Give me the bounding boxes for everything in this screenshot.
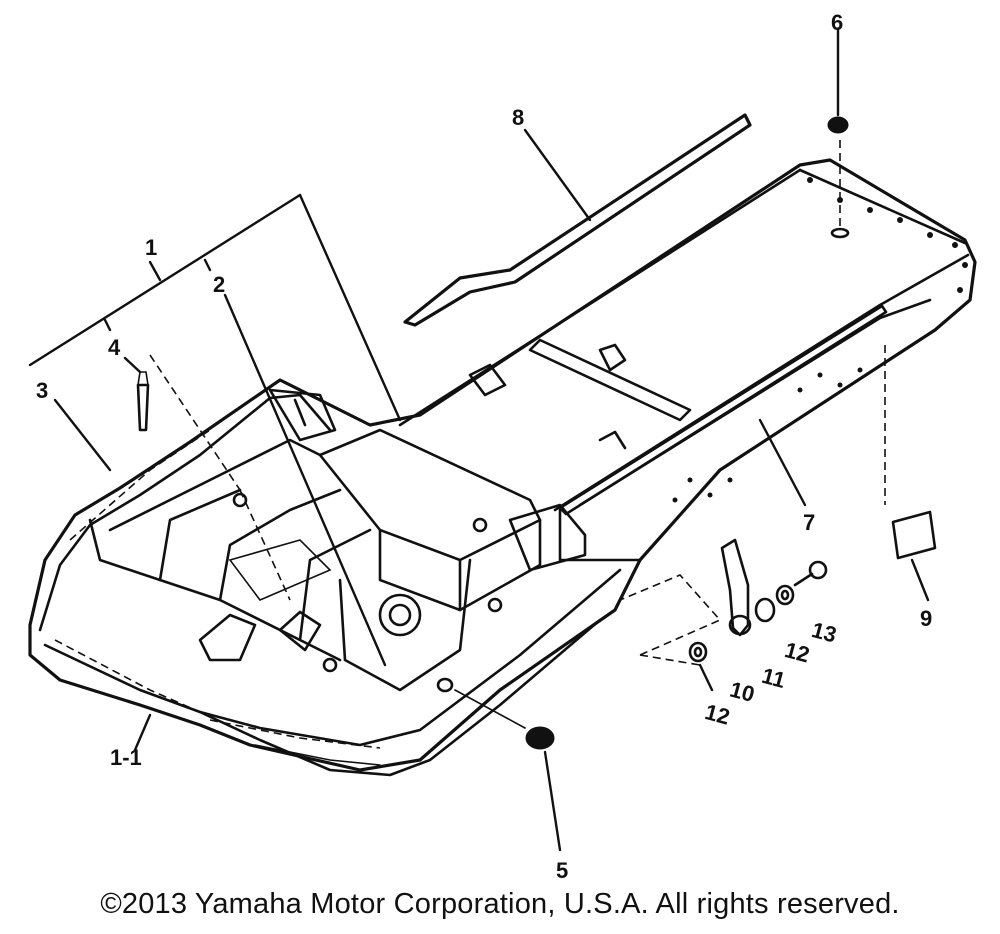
part-7-rail xyxy=(558,304,888,516)
part-9-decal xyxy=(884,345,937,560)
callout-5: 5 xyxy=(556,858,568,880)
copyright-notice: ©2013 Yamaha Motor Corporation, U.S.A. A… xyxy=(100,888,900,920)
callout-3: 3 xyxy=(36,378,48,403)
parts-exploded-diagram: 1 1-1 2 3 4 5 6 7 8 9 10 11 12 12 13 xyxy=(28,10,977,880)
frame-assembly xyxy=(28,158,977,777)
callout-12-right: 12 xyxy=(782,637,812,667)
callout-1-1: 1-1 xyxy=(110,745,142,770)
part-5-plug xyxy=(436,677,555,750)
engine-bay xyxy=(88,338,692,692)
callout-12-left: 12 xyxy=(702,699,732,729)
part-8-strip xyxy=(403,113,752,327)
callout-1: 1 xyxy=(145,235,157,260)
callout-8: 8 xyxy=(512,105,524,130)
callout-6: 6 xyxy=(831,10,843,35)
part-4-rivet xyxy=(136,371,150,432)
callout-11: 11 xyxy=(759,663,788,693)
callout-7: 7 xyxy=(803,510,815,535)
side-rivet-row xyxy=(672,367,863,503)
rear-rivet-row xyxy=(807,177,968,293)
hardware-group xyxy=(619,538,828,666)
callout-13: 13 xyxy=(809,617,839,647)
part-6-grommet xyxy=(827,116,850,239)
leader-lines xyxy=(28,28,930,852)
callout-10: 10 xyxy=(727,677,757,707)
callout-4: 4 xyxy=(108,335,121,360)
callout-2: 2 xyxy=(213,272,225,297)
callout-9: 9 xyxy=(920,606,932,631)
callout-labels: 1 1-1 2 3 4 5 6 7 8 9 10 11 12 12 13 xyxy=(36,10,932,880)
